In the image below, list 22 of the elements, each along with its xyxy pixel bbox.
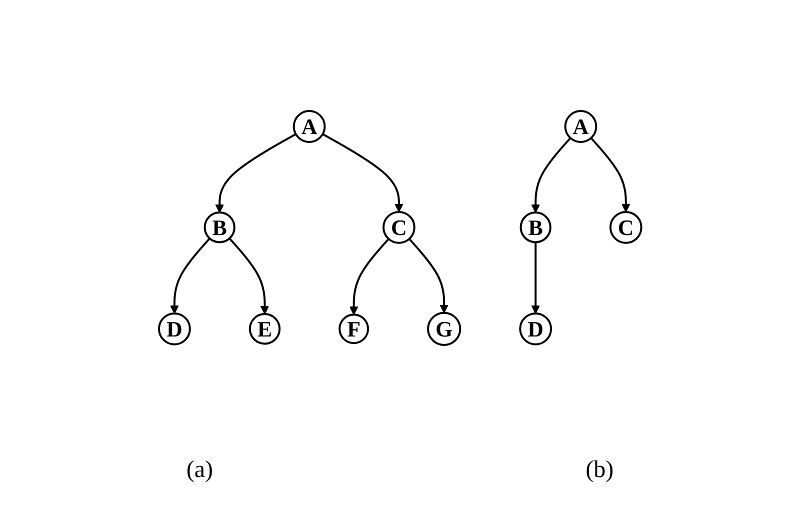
arrow — [531, 137, 572, 213]
arrow — [322, 133, 404, 212]
node-circle: A — [292, 110, 326, 143]
panel-caption: (b) — [584, 456, 615, 485]
panel-caption: (a) — [185, 456, 214, 485]
arrow — [349, 238, 390, 315]
node-circle: F — [338, 313, 369, 344]
node-circle: G — [426, 312, 461, 346]
arrow — [170, 238, 210, 314]
arrow — [228, 238, 269, 314]
node-circle: D — [518, 312, 552, 346]
node-circle: C — [609, 210, 642, 244]
node-circle: B — [520, 211, 552, 244]
arrow — [408, 238, 448, 314]
node-circle: B — [204, 211, 236, 244]
node-circle: D — [158, 312, 191, 346]
node-circle: A — [564, 110, 597, 143]
arrow — [215, 133, 296, 213]
node-circle: E — [248, 312, 280, 345]
arrow — [590, 137, 630, 212]
arrow — [531, 242, 540, 314]
node-circle: C — [382, 210, 416, 244]
